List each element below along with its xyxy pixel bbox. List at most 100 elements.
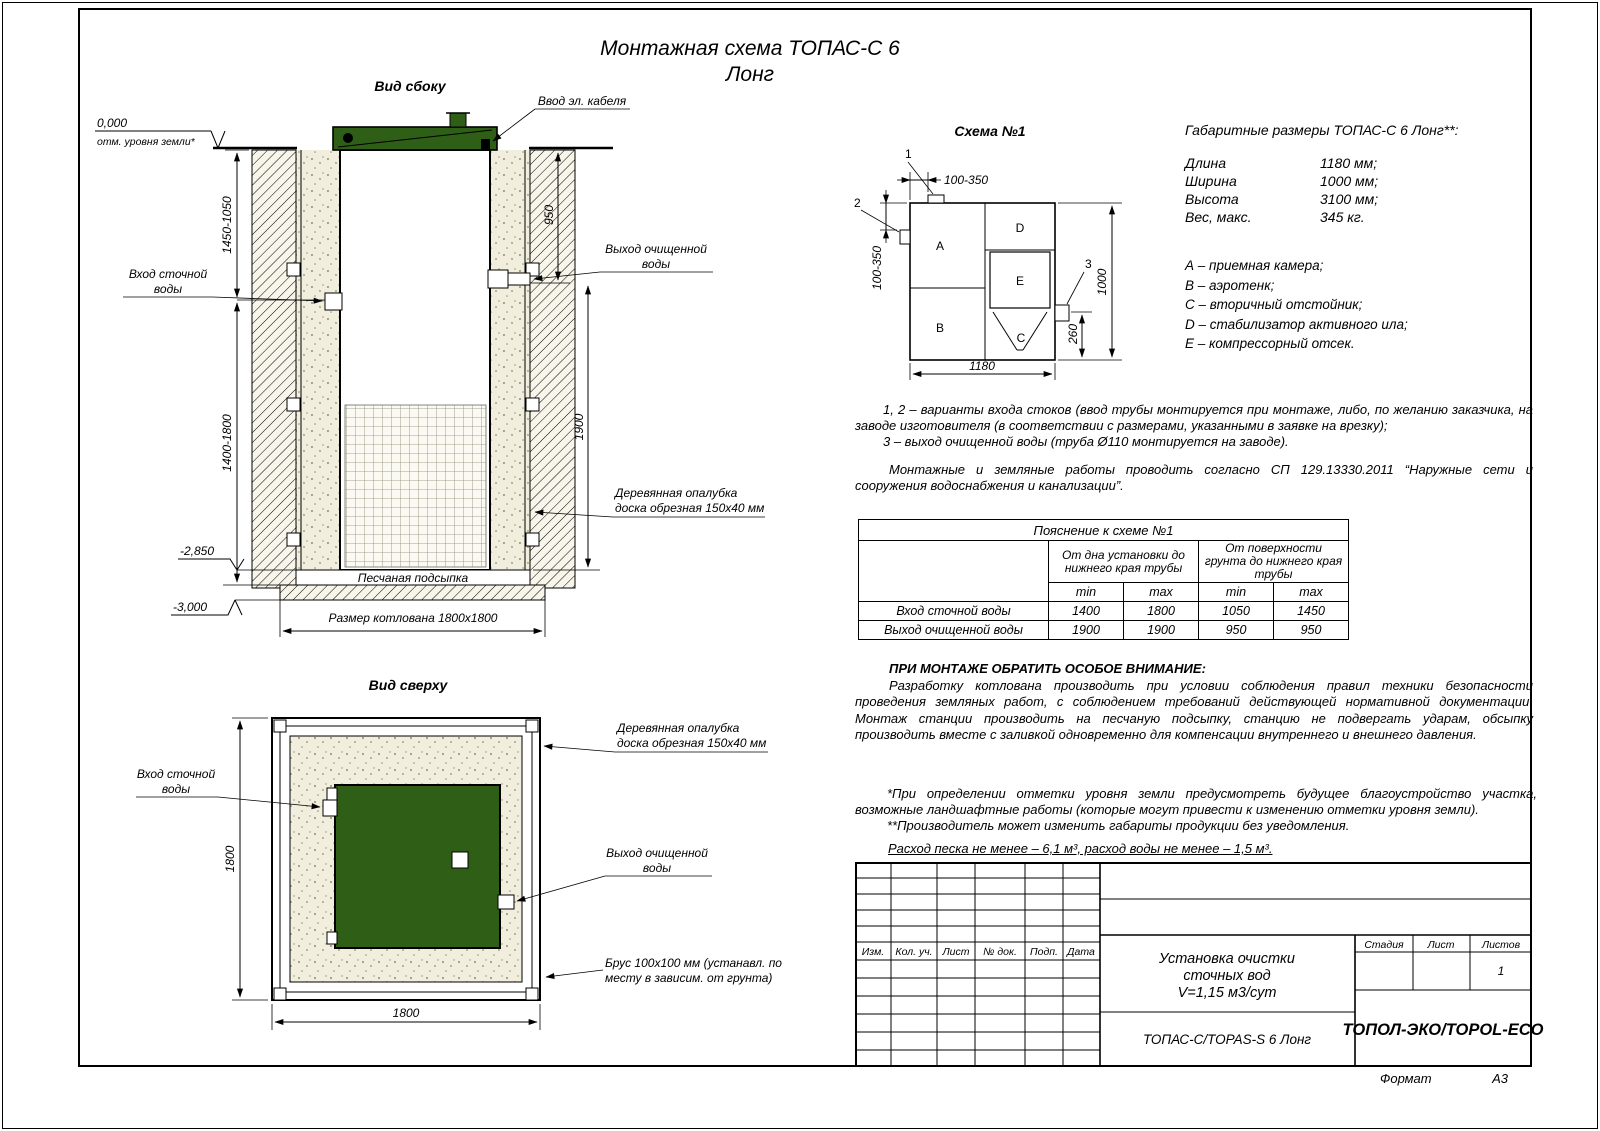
dim-right-bottom: 1900: [572, 413, 586, 440]
format-line: Формат А3: [1380, 1071, 1508, 1086]
dim-right-top: 950: [542, 205, 556, 225]
col-doc: № док.: [983, 946, 1017, 958]
compartment-a: A: [936, 239, 944, 253]
width-value: 1000 мм;: [1320, 173, 1379, 189]
row-outlet-c4: 950: [1273, 620, 1349, 640]
lid-clamps: [326, 787, 338, 945]
drawing-title: Монтажная схема ТОПАС-С 6 Лонг: [300, 36, 1200, 88]
weight-value: 345 кг.: [1320, 209, 1365, 225]
scheme-point-callouts: 1 2 3: [854, 147, 1092, 305]
note-variants: 1, 2 – варианты входа стоков (ввод трубы…: [855, 402, 1533, 433]
scheme-partitions: [910, 203, 1055, 360]
unit-top: [334, 784, 501, 949]
table-row-outlet: Выход очищенной воды 1900 1900 950 950: [858, 620, 1349, 640]
length-value: 1180 мм;: [1320, 155, 1378, 171]
sand-bedding-label: Песчаная подсыпка: [358, 571, 469, 585]
table-max-header-1: max: [1123, 582, 1199, 602]
top-formwork-label-line1: Деревянная опалубка: [615, 721, 740, 735]
footnote-star2: **Производитель может изменить габариты …: [887, 818, 1350, 833]
table-title: Пояснение к схеме №1: [858, 519, 1349, 541]
row-outlet-label: Выход очищенной воды: [858, 620, 1049, 640]
height-value: 3100 мм;: [1320, 191, 1379, 207]
col-data: Дата: [1066, 946, 1095, 958]
formwork-callout: Деревянная опалубка доска обрезная 150х4…: [534, 486, 765, 518]
attention-block: ПРИ МОНТАЖЕ ОБРАТИТЬ ОСОБОЕ ВНИМАНИЕ: Ра…: [855, 661, 1533, 744]
row-inlet-c4: 1450: [1273, 601, 1349, 621]
length-label: Длина: [1185, 155, 1227, 171]
inlet-label-line1: Вход сточной: [129, 267, 208, 281]
top-dim-height: 1800: [223, 845, 237, 872]
legend-item-a: А – приемная камера;: [1185, 258, 1324, 273]
top-view-drawing: Вид сверху Вход сточной воды Деревянная …: [136, 677, 782, 1030]
company-name: ТОПОЛ-ЭКО/TOPOL-ECO: [1343, 1021, 1544, 1039]
cable-entry-point: [481, 139, 490, 150]
outlet-stub: [497, 894, 515, 910]
footnote-star1: *При определении отметки уровня земли пр…: [855, 786, 1537, 817]
top-inlet-label-line1: Вход сточной: [137, 767, 216, 781]
top-outlet-callout: Выход очищенной воды: [516, 846, 712, 902]
top-outlet-label-line2: воды: [643, 861, 671, 875]
scheme-stub-3: [1054, 304, 1070, 322]
row-inlet-c1: 1400: [1048, 601, 1124, 621]
pit-size-dimension: [279, 589, 546, 637]
width-label: Ширина: [1185, 173, 1237, 189]
scheme-dim-top: 100-350: [944, 173, 988, 187]
side-view-title: Вид сбоку: [374, 78, 446, 94]
scheme-dimensions: [880, 172, 1122, 380]
sheet-header: Лист: [1426, 939, 1454, 951]
legend-item-c: С – вторичный отстойник;: [1185, 297, 1363, 312]
elev-2850-value: -2,850: [180, 544, 214, 558]
format-value: А3: [1492, 1071, 1508, 1086]
corner-brus-squares: [273, 719, 539, 1001]
explanation-table: Пояснение к схеме №1 От дна установки до…: [858, 519, 1349, 640]
compartment-legend: А – приемная камера; В – аэротенк; С – в…: [1185, 256, 1408, 354]
compartment-e: E: [1016, 274, 1024, 288]
inlet-pipe: [324, 292, 343, 311]
elevation-2850: -2,850: [178, 544, 298, 571]
table-corner-cell: [858, 540, 1049, 602]
top-dim-width: 1800: [393, 1006, 420, 1020]
note-works: Монтажные и земляные работы проводить со…: [855, 462, 1533, 493]
top-formwork-callout: Деревянная опалубка доска обрезная 150х4…: [543, 721, 768, 753]
top-view-title: Вид сверху: [369, 677, 449, 693]
overall-row-width: Ширина 1000 мм;: [1185, 172, 1525, 190]
dim-left-top: 1450-1050: [220, 196, 234, 254]
compartment-d: D: [1016, 221, 1025, 235]
table-group2-header: От поверхности грунта до нижнего края тр…: [1198, 540, 1349, 583]
model-name: ТОПАС-С/TOPAS-S 6 Лонг: [1143, 1032, 1311, 1047]
drawing-title-line2: Лонг: [726, 63, 774, 86]
row-inlet-c2: 1800: [1123, 601, 1199, 621]
compartment-c: C: [1017, 331, 1026, 345]
formwork-label-line1: Деревянная опалубка: [613, 486, 738, 500]
drawing-title-line1: Монтажная схема ТОПАС-С 6: [600, 37, 900, 60]
formwork-boards: [286, 150, 540, 570]
top-formwork-label-line2: доска обрезная 150х40 мм: [617, 736, 766, 750]
left-dimension-chain: [223, 149, 325, 586]
scheme-drawing: Схема №1 A B C D E 1 2 3: [854, 123, 1122, 380]
cable-entry-label: Ввод эл. кабеля: [538, 94, 627, 108]
top-inlet-callout: Вход сточной воды: [136, 767, 321, 810]
table-max-header-2: max: [1273, 582, 1349, 602]
project-line1: Установка очистки: [1158, 951, 1295, 967]
row-inlet-c3: 1050: [1198, 601, 1274, 621]
brus-label-line1: Брус 100х100 мм (устанавл. по: [605, 956, 782, 970]
point-1-label: 1: [905, 147, 912, 161]
attention-body: Разработку котлована производить при усл…: [855, 677, 1533, 743]
table-row-inlet: Вход сточной воды 1400 1800 1050 1450: [858, 601, 1349, 621]
zero-level-mark: 0,000 отм. уровня земли*: [95, 116, 226, 149]
scheme-dim-offset: 260: [1066, 324, 1080, 345]
scheme-dim-bottom: 1180: [969, 359, 995, 373]
project-line2: сточных вод: [1183, 968, 1270, 984]
top-outlet-label-line1: Выход очищенной: [606, 846, 708, 860]
row-outlet-c2: 1900: [1123, 620, 1199, 640]
overall-row-weight: Вес, макс. 345 кг.: [1185, 208, 1525, 226]
pit-size-label: Размер котлована 1800х1800: [329, 611, 498, 625]
weight-label: Вес, макс.: [1185, 209, 1252, 225]
formwork-label-line2: доска обрезная 150х40 мм: [615, 501, 764, 515]
col-izm: Изм.: [862, 946, 884, 958]
elev-3000-value: -3,000: [173, 600, 207, 614]
brus-callout: Брус 100х100 мм (устанавл. по месту в за…: [545, 956, 782, 985]
footnotes-block: *При определении отметки уровня земли пр…: [855, 786, 1537, 834]
scheme-title: Схема №1: [954, 123, 1025, 139]
